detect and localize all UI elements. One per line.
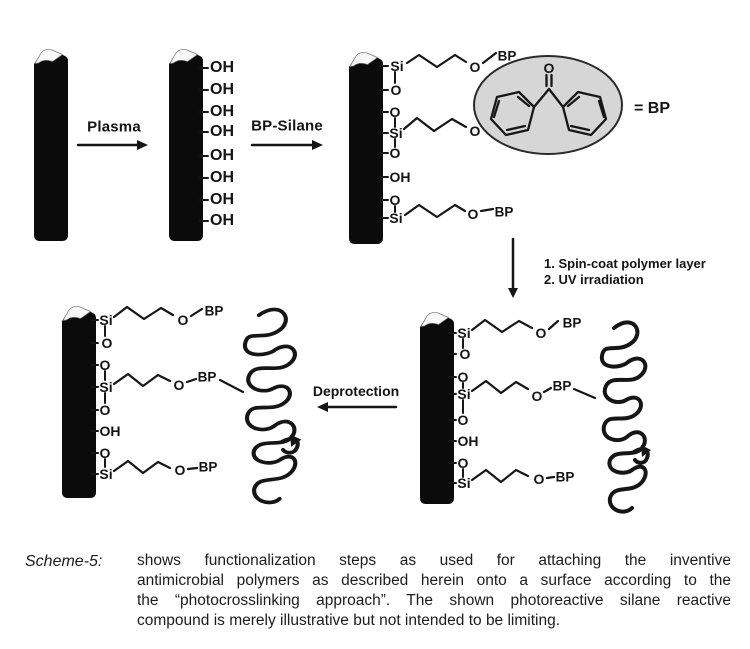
side-group-label: Si (99, 466, 113, 482)
ether-oxygen-label: O (531, 388, 543, 404)
side-group-label: Si (457, 325, 471, 341)
substrate-bar-hydroxylated (168, 49, 204, 242)
side-group-label: O (390, 82, 402, 98)
bp-group-label: BP (555, 469, 575, 485)
side-group-label: O (101, 335, 113, 351)
side-group-label: O (459, 346, 471, 362)
hydroxyl-label: OH (210, 59, 234, 76)
bp-group-label: BP (204, 303, 224, 319)
caption-line: shows functionalization steps as used fo… (137, 552, 731, 569)
bp-silane-arrow-label: BP-Silane (251, 117, 323, 135)
uv-down-arrow (508, 237, 518, 298)
side-group-label: O (389, 104, 401, 120)
caption-line: compound is merely illustrative but not … (137, 612, 561, 629)
side-group-label: Si (457, 475, 471, 491)
side-group-label: Si (390, 58, 404, 74)
ether-oxygen-label: O (174, 462, 186, 478)
hydroxyl-label: OH (210, 123, 234, 140)
plasma-arrow-label: Plasma (87, 118, 141, 136)
uv-irradiation-step-label: 2. UV irradiation (544, 272, 644, 287)
polymer-coil-right (572, 320, 651, 514)
caption-line: antimicrobial polymers as described here… (137, 572, 731, 589)
side-group-label: Si (389, 125, 403, 141)
scheme-caption: shows functionalization steps as used fo… (137, 551, 731, 631)
hydroxyl-label: OH (210, 191, 234, 208)
substrate-bar-initial (33, 49, 69, 242)
bp-group-label: BP (198, 459, 218, 475)
hydroxyl-label: OH (210, 81, 234, 98)
side-group-label: Si (99, 312, 113, 328)
hydroxyl-label: OH (210, 103, 234, 120)
carbonyl-oxygen-label: O (543, 60, 555, 76)
ether-oxygen-label: O (177, 312, 189, 328)
side-group-label: O (457, 455, 469, 471)
side-group-label: O (457, 369, 469, 385)
ether-oxygen-label: O (469, 59, 481, 75)
ether-oxygen-label: O (469, 123, 481, 139)
bp-group-label: BP (562, 315, 582, 331)
substrate-bar-silanized (348, 52, 384, 245)
caption-line: the “photocrosslinking approach”. The sh… (137, 592, 731, 609)
side-group-label: Si (99, 379, 113, 395)
hydroxyl-label: OH (210, 147, 234, 164)
deprotection-arrow (317, 402, 398, 412)
spin-coat-step-label: 1. Spin-coat polymer layer (544, 256, 706, 271)
bp-group-label: BP (497, 48, 517, 64)
bp-group-label: BP (494, 204, 514, 220)
silane-structure-top-bonds (378, 51, 498, 219)
side-group-label: O (99, 357, 111, 373)
silane-structure-left-bonds (90, 305, 204, 475)
equals-bp-label: = BP (633, 100, 671, 117)
side-group-label: Si (389, 210, 403, 226)
ether-oxygen-label: O (467, 206, 479, 222)
side-group-label: O (99, 445, 111, 461)
plasma-arrow (76, 140, 148, 150)
side-group-label: OH (457, 433, 479, 449)
side-group-label: OH (99, 423, 121, 439)
hydroxyl-label: OH (210, 212, 234, 229)
side-group-label: O (457, 412, 469, 428)
side-group-label: O (389, 145, 401, 161)
side-group-label: O (389, 192, 401, 208)
side-group-label: Si (457, 386, 471, 402)
substrate-bar-final (61, 306, 97, 499)
deprotection-arrow-label: Deprotection (312, 383, 400, 399)
bp-silane-arrow (250, 140, 323, 150)
hydroxyl-label: OH (210, 169, 234, 186)
ether-oxygen-label: O (535, 325, 547, 341)
bp-group-label: BP (197, 369, 217, 385)
silane-structure-right-bonds (448, 318, 560, 484)
ether-oxygen-label: O (173, 377, 185, 393)
polymer-coil-left (218, 309, 302, 502)
scheme-caption-label: Scheme-5: (25, 553, 103, 570)
side-group-label: OH (389, 169, 411, 185)
side-group-label: O (99, 402, 111, 418)
substrate-bar-coated (419, 312, 455, 505)
hydroxyl-ticks (199, 67, 209, 222)
benzophenone-legend (473, 55, 623, 155)
ether-oxygen-label: O (533, 471, 545, 487)
bp-group-label: BP (552, 378, 572, 394)
